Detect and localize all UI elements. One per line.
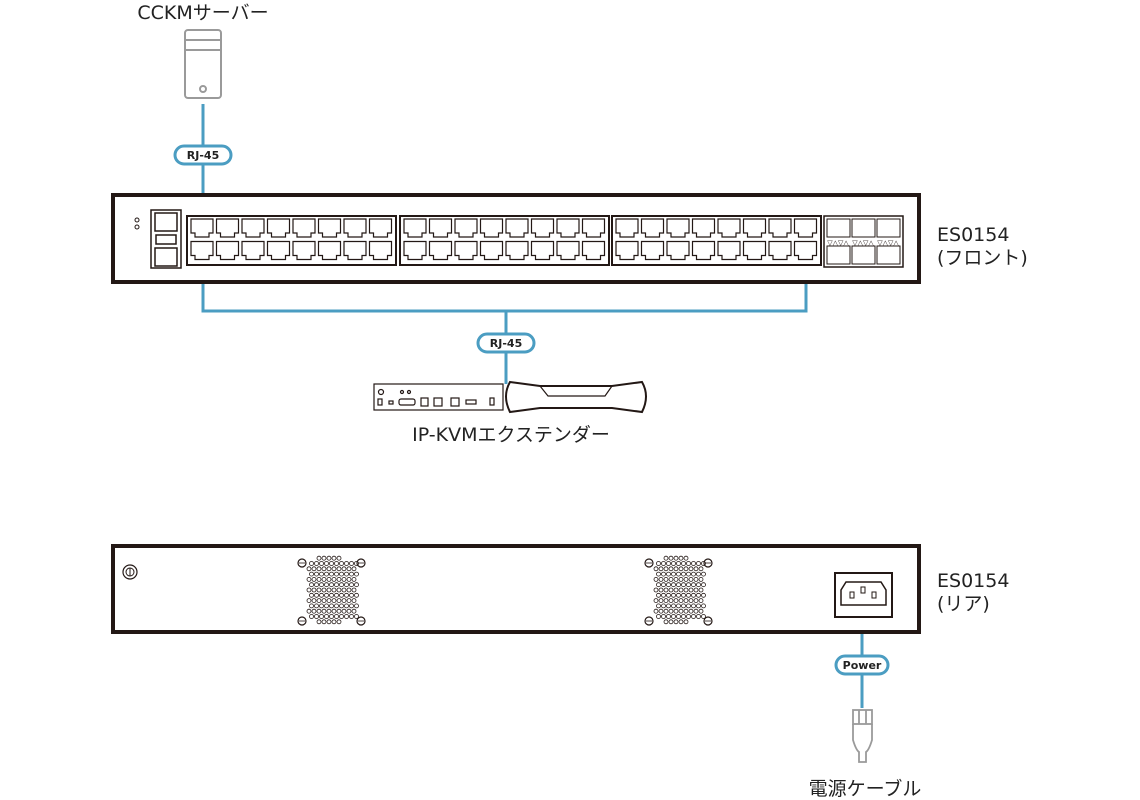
rj45-port [266, 218, 291, 238]
sfp-port [826, 218, 851, 238]
rj45-port [479, 240, 504, 261]
rj45-port [742, 218, 767, 238]
rj45-port [292, 240, 316, 261]
rj45-port [317, 240, 342, 261]
rj45-port [768, 218, 792, 238]
rj45-port [717, 218, 741, 238]
port-group [611, 215, 822, 266]
rj45-port [428, 218, 453, 238]
rj45-port [454, 218, 478, 238]
rear-model-label: ES0154 [937, 570, 1009, 592]
rj45-port [530, 240, 555, 261]
rj45-port [479, 218, 504, 238]
sfp-port [851, 245, 876, 265]
rj45-label-top: RJ-45 [173, 144, 233, 166]
rj45-port [505, 240, 529, 261]
led-indicator-icon: ▽△▽△ [852, 239, 874, 247]
rj45-port [343, 218, 367, 238]
ip-kvm-extender-icon [373, 380, 647, 414]
rj45-port [556, 218, 580, 238]
rj45-port [742, 240, 767, 261]
rj45-port [640, 240, 665, 261]
rj45-port [403, 240, 427, 261]
power-cable-label: 電源ケーブル [809, 777, 922, 800]
rj45-port [215, 240, 240, 261]
led-indicator-icon: ▽△▽△ [877, 239, 899, 247]
rj45-port [530, 218, 555, 238]
ground-screw-icon [122, 564, 138, 580]
rj45-port [403, 218, 427, 238]
rj45-port [454, 240, 478, 261]
rj45-port [343, 240, 367, 261]
rj45-port [428, 240, 453, 261]
extender-label: IP-KVMエクステンダー [412, 424, 610, 446]
server-icon [184, 29, 222, 99]
rj45-port [215, 218, 240, 238]
svg-text:RJ-45: RJ-45 [490, 337, 522, 350]
sfp-port [876, 218, 901, 238]
rj45-port [717, 240, 741, 261]
rj45-port [581, 218, 606, 238]
port-group [399, 215, 610, 266]
fan-vent-icon [644, 555, 713, 626]
power-plug-icon [852, 709, 873, 763]
svg-text:Power: Power [843, 659, 882, 672]
sfp-port [876, 245, 901, 265]
rj45-port [368, 240, 393, 261]
rj45-port [615, 240, 639, 261]
rj45-label-middle: RJ-45 [476, 332, 536, 354]
rj45-port [556, 240, 580, 261]
rj45-port [581, 240, 606, 261]
rj45-port [292, 218, 316, 238]
rj45-port [666, 240, 690, 261]
rear-view-label: (リア) [937, 593, 990, 615]
sfp-port [826, 245, 851, 265]
rj45-port [768, 240, 792, 261]
rj45-port [793, 218, 818, 238]
rj45-port [793, 240, 818, 261]
rj45-port [241, 240, 265, 261]
switch-rear-panel [111, 544, 921, 634]
rj45-port [505, 218, 529, 238]
server-label: CCKMサーバー [137, 2, 268, 24]
fan-vent-icon [297, 555, 366, 626]
rj45-port [691, 240, 716, 261]
switch-front-panel: ▽△▽△▽△▽△▽△▽△ [111, 193, 921, 284]
svg-text:RJ-45: RJ-45 [187, 149, 219, 162]
port-group [186, 215, 397, 266]
rj45-port [190, 240, 214, 261]
power-label: Power [834, 654, 890, 676]
rj45-port [266, 240, 291, 261]
sfp-port [851, 218, 876, 238]
rj45-port [317, 218, 342, 238]
rj45-port [615, 218, 639, 238]
rj45-port [640, 218, 665, 238]
rj45-port [691, 218, 716, 238]
front-view-label: (フロント) [937, 247, 1028, 269]
rj45-port [241, 218, 265, 238]
rj45-port [666, 218, 690, 238]
power-inlet-icon [834, 572, 893, 618]
front-model-label: ES0154 [937, 224, 1009, 246]
rj45-port [190, 218, 214, 238]
led-indicator-icon: ▽△▽△ [827, 239, 849, 247]
rj45-port [368, 218, 393, 238]
